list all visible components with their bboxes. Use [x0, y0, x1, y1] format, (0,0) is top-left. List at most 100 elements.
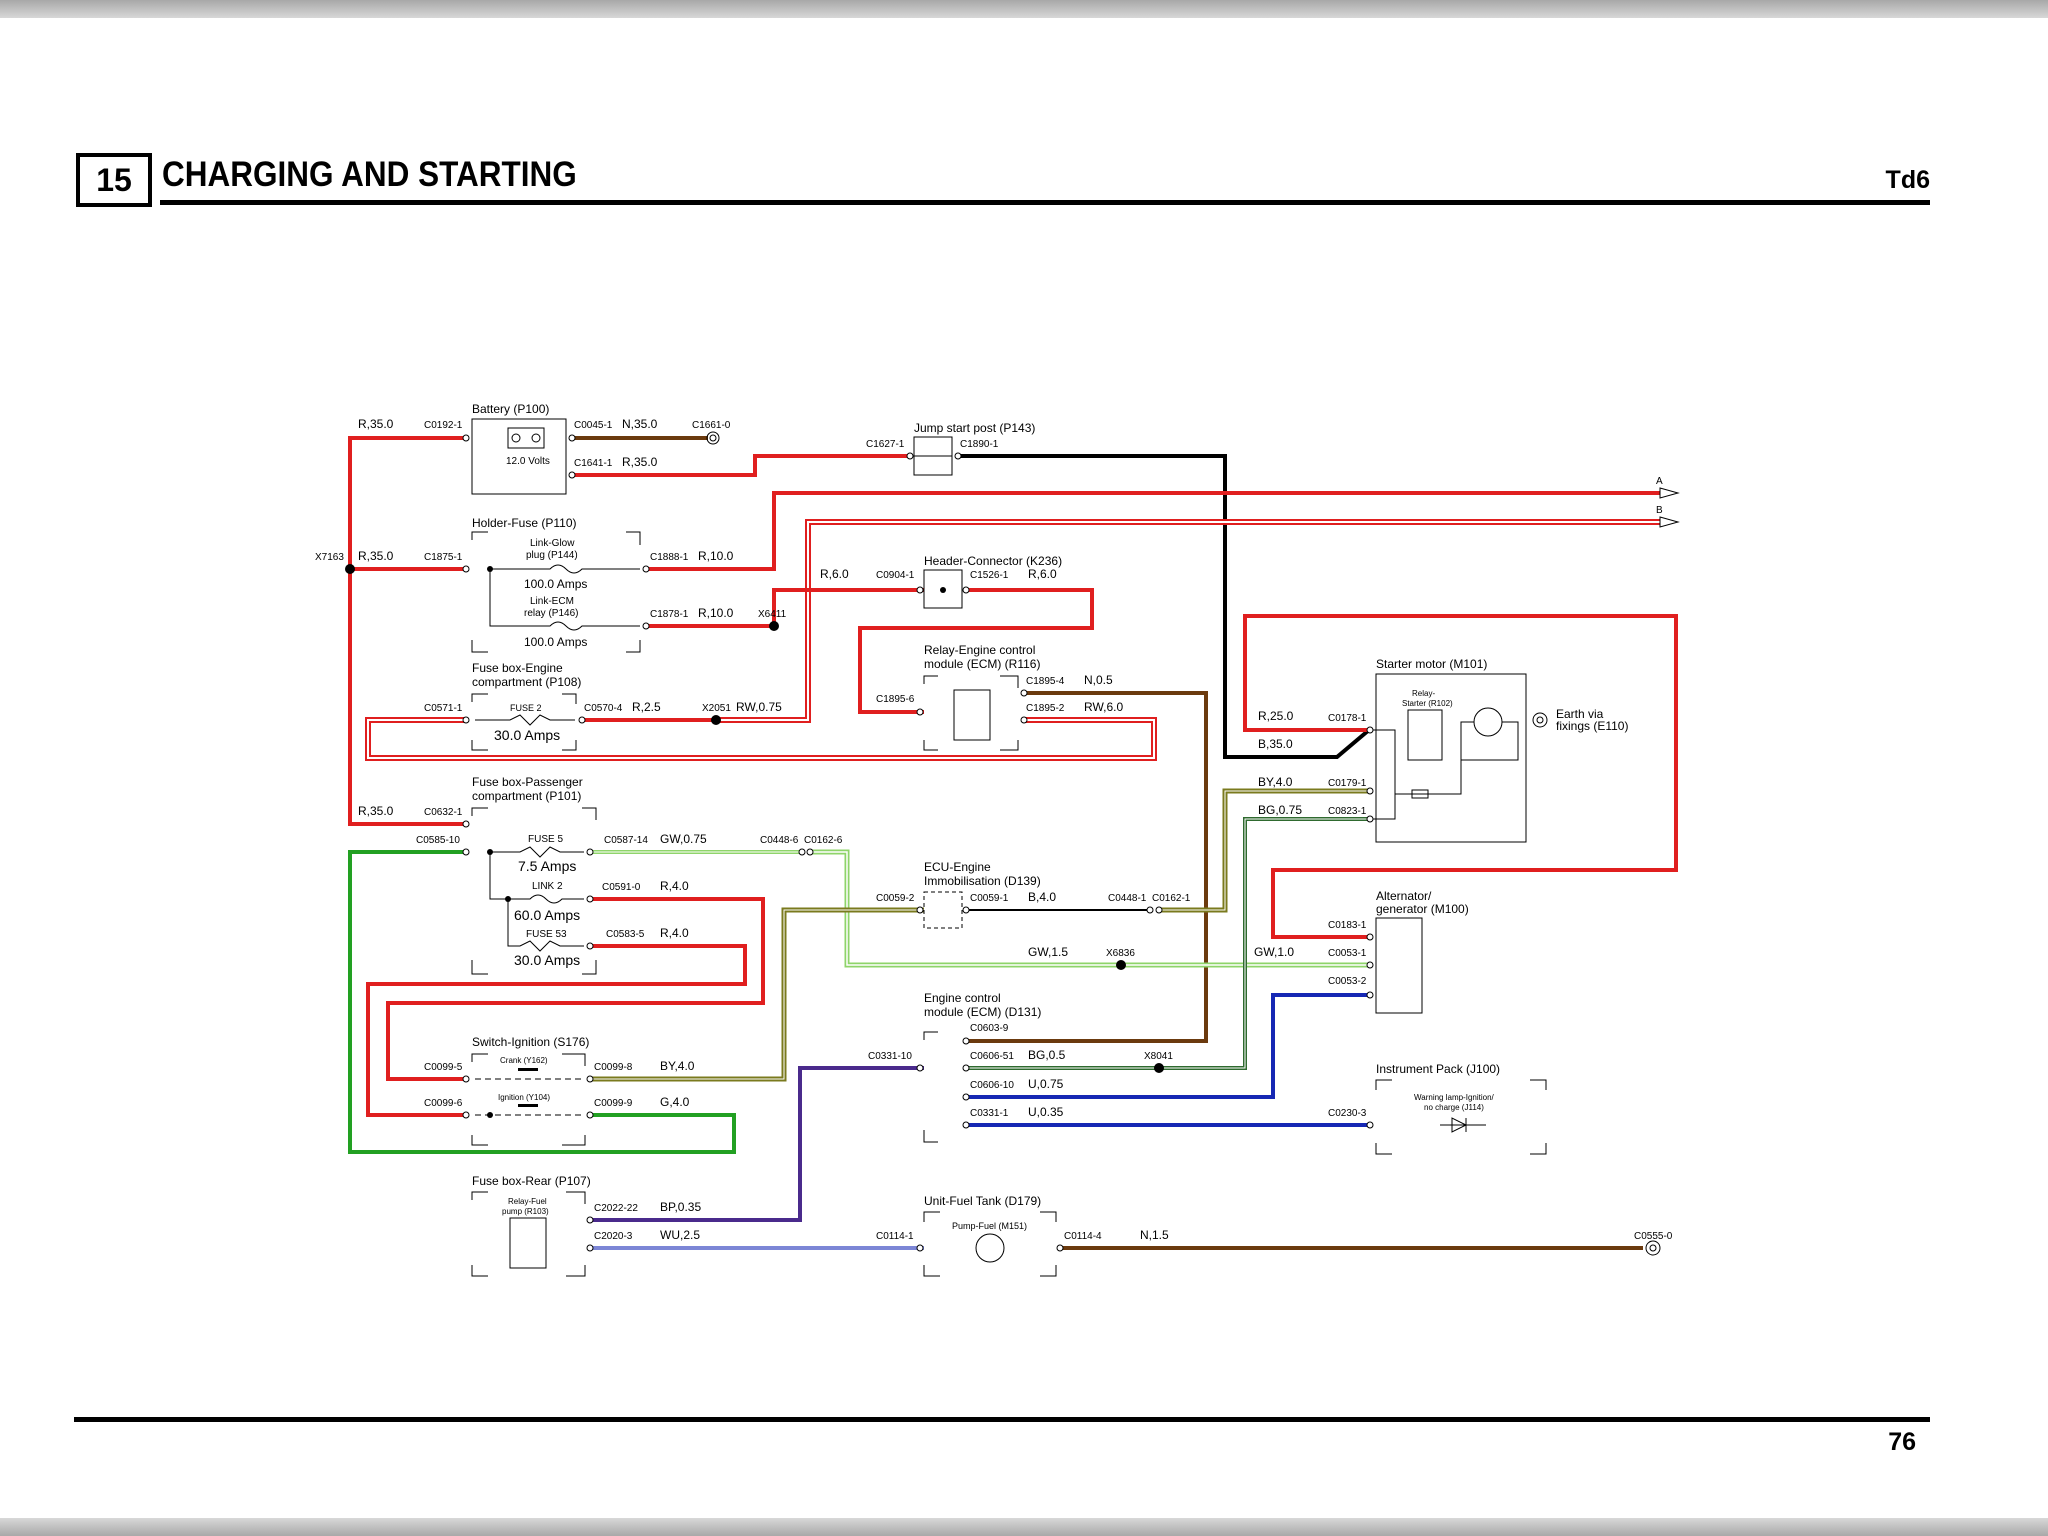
connector-label: C1661-0 [692, 420, 731, 431]
switch-ignition-bracket [471, 1053, 586, 1146]
battery-pos-terminal [511, 433, 521, 443]
wire-label: R,2.5 [632, 700, 661, 714]
earth-label-1: Earth via [1556, 707, 1604, 721]
wire-label: N,1.5 [1140, 1228, 1169, 1242]
pin [1366, 726, 1374, 734]
wire-ecm-link [647, 588, 924, 628]
connector-label: C0603-9 [970, 1023, 1009, 1034]
connector-label: C0587-14 [604, 835, 648, 846]
pin [1366, 1121, 1374, 1129]
ecm-bracket [923, 1031, 938, 1143]
pin [1366, 991, 1374, 999]
pin [462, 716, 470, 724]
connector-label: C0053-1 [1328, 948, 1367, 959]
connector-label: C0448-1 [1108, 893, 1147, 904]
pin [916, 586, 924, 594]
splice-x6411 [769, 621, 779, 631]
model-label: Td6 [1885, 166, 1930, 194]
wire-label: R,6.0 [1028, 567, 1057, 581]
link-ecm-label-2: relay (P146) [524, 608, 578, 619]
ecm-label-1: Engine control [924, 991, 1001, 1005]
relay-ecm-box [953, 689, 991, 741]
connector-label: C0045-1 [574, 420, 613, 431]
pin [906, 452, 914, 460]
wire-glow-arrow-a [647, 491, 1660, 571]
relay-fuel-label-1: Relay-Fuel [508, 1197, 547, 1206]
pin [462, 848, 470, 856]
fuel-earth-icon [1645, 1240, 1661, 1256]
link-glow-label-2: plug (P144) [526, 550, 578, 561]
battery-neg-terminal [531, 433, 541, 443]
connector-label: C1888-1 [650, 552, 689, 563]
fusebox-rear-label: Fuse box-Rear (P107) [472, 1174, 591, 1188]
wire-label: R,10.0 [698, 549, 734, 563]
connector-label: C0555-0 [1634, 1231, 1673, 1242]
pin [962, 1093, 970, 1101]
relay-ecm-label-2: module (ECM) (R116) [924, 657, 1040, 671]
arrow-b-icon [1659, 516, 1680, 528]
splice-x2051 [711, 715, 721, 725]
pin [462, 820, 470, 828]
wire-label: U,0.35 [1028, 1105, 1064, 1119]
connector-label: C0053-2 [1328, 976, 1367, 987]
battery-box [471, 418, 567, 495]
connector-label: C0331-1 [970, 1108, 1009, 1119]
pin [462, 1075, 470, 1083]
connector-label: C0059-2 [876, 893, 915, 904]
splice-link2 [505, 896, 511, 902]
pin [1366, 961, 1374, 969]
wire-jump-starter [958, 454, 1371, 759]
connector-label: C0114-4 [1064, 1231, 1102, 1242]
wire-label: GW,1.0 [1254, 945, 1294, 959]
fusebox-pass-label-1: Fuse box-Passenger [472, 775, 583, 789]
wire-battery-jump [575, 454, 912, 477]
connector-label: C0059-1 [970, 893, 1009, 904]
wire-bp035 [592, 1066, 924, 1222]
wire-fuse2-loop [365, 717, 1157, 761]
fuse53-symbol [507, 899, 584, 952]
wire-bg05 [965, 817, 1369, 1070]
wire-label: R,4.0 [660, 879, 689, 893]
wire-labels: R,35.0 N,35.0 R,35.0 R,35.0 R,10.0 R,10.… [358, 417, 1302, 1242]
pin [916, 1244, 924, 1252]
connector-label: X7163 [315, 552, 344, 563]
fusebox-pass-bracket [471, 807, 597, 975]
connector-label: C0099-9 [594, 1098, 633, 1109]
connector-label: X2051 [702, 703, 731, 714]
battery-label: Battery (P100) [472, 402, 549, 416]
relay-fuel-box [509, 1217, 547, 1269]
ignition-contact [518, 1104, 538, 1107]
unit-fuel-tank-label: Unit-Fuel Tank (D179) [924, 1194, 1041, 1208]
wire-label: RW,0.75 [736, 700, 782, 714]
splice-x6836 [1116, 960, 1126, 970]
ignition-label: Ignition (Y104) [498, 1093, 550, 1102]
pin [586, 1244, 594, 1252]
connector-label: C0179-1 [1328, 778, 1367, 789]
pin [916, 1064, 924, 1072]
wire-label: U,0.75 [1028, 1077, 1064, 1091]
wire-label: R,25.0 [1258, 709, 1294, 723]
wire-label: BP,0.35 [660, 1200, 701, 1214]
splice-x7163 [345, 564, 355, 574]
wire-label: BY,4.0 [1258, 775, 1293, 789]
connector-label: C2020-3 [594, 1231, 633, 1242]
ecm-label-2: module (ECM) (D131) [924, 1005, 1041, 1019]
relay-ecm-bracket [923, 675, 1019, 751]
connector-label: C1878-1 [650, 609, 689, 620]
warning-lamp-label-1: Warning lamp-Ignition/ [1414, 1093, 1495, 1102]
wire-label: N,35.0 [622, 417, 658, 431]
fuse2-rating: 30.0 Amps [494, 727, 560, 743]
pin [806, 848, 814, 856]
connector-label: C0162-6 [804, 835, 843, 846]
wire-bg05-inner [965, 818, 1369, 1069]
connector-label: C0448-6 [760, 835, 799, 846]
fusebox-engine-label-2: compartment (P108) [472, 675, 581, 689]
link2-label: LINK 2 [532, 881, 563, 892]
connector-label: C0162-1 [1152, 893, 1191, 904]
pin [1366, 933, 1374, 941]
page-title: CHARGING AND STARTING [162, 155, 577, 194]
instrument-pack-bracket [1375, 1079, 1547, 1155]
connector-label: C0571-1 [424, 703, 463, 714]
pin [1155, 906, 1163, 914]
relay-starter-label-1: Relay- [1412, 689, 1435, 698]
